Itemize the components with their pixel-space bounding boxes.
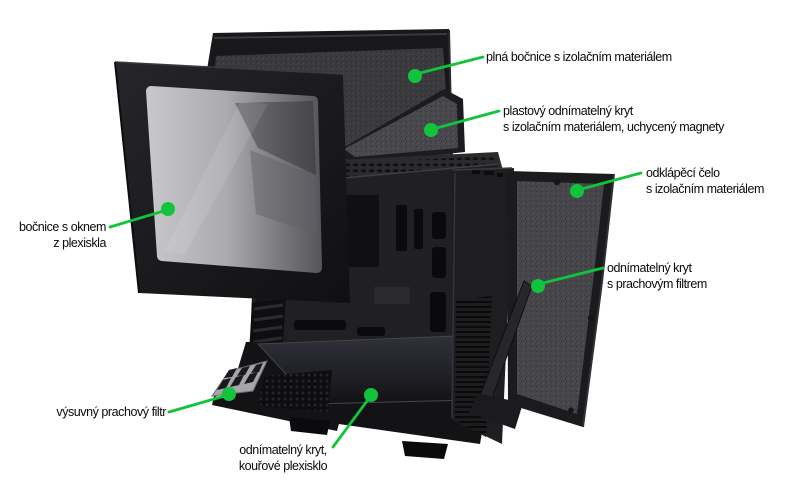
dot-removable-dust-filter-cover	[531, 279, 545, 293]
label-line: výsuvný prachový filtr	[56, 405, 166, 419]
label-line: s izolačním materiálem, uchycený magnety	[503, 120, 724, 134]
slide-out-dust-filter-shape	[210, 360, 268, 397]
dot-hinged-front-door	[570, 184, 584, 198]
label-full-side-panel: plná bočnice s izolačním materiálem	[486, 49, 672, 65]
label-line: odnímatelný kryt	[607, 261, 692, 275]
leader-window-side-panel	[108, 208, 169, 229]
hinged-front-door-shape	[507, 171, 615, 428]
label-plastic-top-cover: plastový odnímatelný kryt s izolačním ma…	[503, 103, 724, 135]
label-line: odklápěcí čelo	[646, 166, 720, 180]
label-line: bočnice s oknem	[18, 220, 107, 234]
label-hinged-front-door: odklápěcí čelo s izolačním materiálem	[646, 165, 764, 197]
leader-slide-out-dust-filter	[167, 393, 230, 414]
label-line: s prachovým filtrem	[607, 277, 707, 291]
label-line: z plexiskla	[53, 236, 106, 250]
leader-plastic-top-cover	[431, 109, 501, 131]
dot-window-side-panel	[161, 202, 175, 216]
dot-full-side-panel	[408, 69, 422, 83]
label-line: plná bočnice s izolačním materiálem	[486, 50, 672, 64]
dot-smoked-plexiglass-cover	[364, 388, 378, 402]
label-line: plastový odnímatelný kryt	[503, 104, 633, 118]
dot-plastic-top-cover	[424, 123, 438, 137]
leader-hinged-front-door	[576, 171, 643, 192]
plastic-top-cover-shape	[336, 89, 465, 164]
label-line: odnímatelný kryt,	[239, 443, 327, 457]
dot-slide-out-dust-filter	[222, 387, 236, 401]
label-slide-out-dust-filter: výsuvný prachový filtr	[36, 404, 166, 420]
leader-removable-dust-filter-cover	[537, 266, 605, 286]
leader-full-side-panel	[414, 55, 485, 76]
label-line: kouřové plexisklo	[238, 459, 328, 473]
label-line: s izolačním materiálem	[646, 182, 764, 196]
label-removable-dust-filter-cover: odnímatelný kryt s prachovým filtrem	[607, 260, 707, 292]
leader-smoked-plexiglass-cover	[331, 395, 372, 449]
window-side-panel-shape	[114, 61, 350, 303]
label-smoked-plexiglass-cover: odnímatelný kryt, kouřové plexisklo	[223, 442, 343, 474]
label-window-side-panel: bočnice s oknem z plexiskla	[6, 219, 107, 251]
removable-dust-filter-cover-shape	[469, 280, 533, 429]
